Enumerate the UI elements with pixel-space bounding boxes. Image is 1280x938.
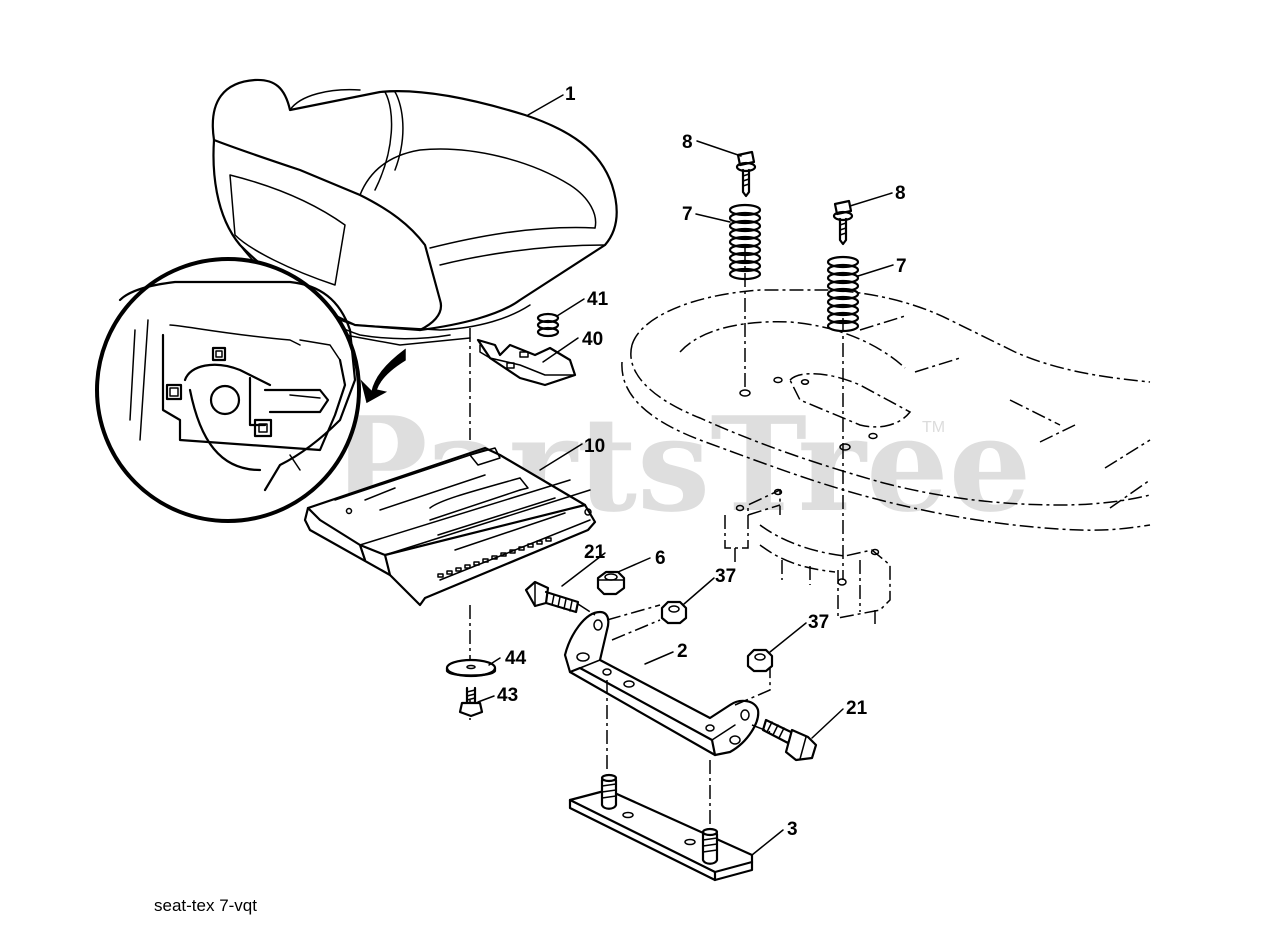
detail-arrow-icon xyxy=(360,348,406,404)
callout-40: 40 xyxy=(582,329,603,350)
callout-10: 10 xyxy=(584,436,605,457)
callout-37-lower: 37 xyxy=(808,612,829,633)
nut-6 xyxy=(596,570,626,596)
bolt-43 xyxy=(458,686,484,718)
switch-bracket-40 xyxy=(476,338,577,387)
watermark-trademark: TM xyxy=(922,419,945,436)
seat-pan-adjust-slots xyxy=(437,537,552,578)
bolt-8-right xyxy=(832,199,854,246)
callout-7-left: 7 xyxy=(682,204,693,225)
plate-3 xyxy=(568,773,754,882)
nut-37-lower xyxy=(746,648,774,673)
callout-labels: 1 8 8 7 7 41 40 10 21 6 37 37 2 44 43 21… xyxy=(497,84,907,840)
bolt-8-left xyxy=(735,150,757,198)
callout-1: 1 xyxy=(565,84,576,105)
coil-spring-7-left xyxy=(728,203,762,281)
callout-3: 3 xyxy=(787,819,798,840)
seat-pan-10 xyxy=(303,446,597,607)
callout-43: 43 xyxy=(497,685,518,706)
frame-brackets xyxy=(724,488,891,625)
bolt-21-upper xyxy=(524,580,580,614)
callout-21-upper: 21 xyxy=(584,542,606,563)
callout-21-lower: 21 xyxy=(846,698,868,719)
callout-2: 2 xyxy=(677,641,688,662)
seat-spring-41 xyxy=(536,312,560,338)
callout-44: 44 xyxy=(505,648,527,669)
callout-7-right: 7 xyxy=(896,256,907,277)
coil-spring-7-right xyxy=(826,255,860,333)
callout-8-right: 8 xyxy=(895,183,906,204)
callout-6: 6 xyxy=(655,548,666,569)
mower-frame-outline xyxy=(621,289,1151,531)
detail-magnifier xyxy=(95,257,361,523)
diagram-caption: seat-tex 7-vqt xyxy=(154,896,257,915)
bolt-21-lower xyxy=(761,718,818,762)
leader-lines xyxy=(477,94,894,856)
callout-8-left: 8 xyxy=(682,132,693,153)
seat-bracket-2 xyxy=(563,610,760,757)
nut-37-upper xyxy=(660,600,688,625)
callout-41: 41 xyxy=(587,289,609,310)
washer-44 xyxy=(445,658,497,678)
callout-37-upper: 37 xyxy=(715,566,736,587)
